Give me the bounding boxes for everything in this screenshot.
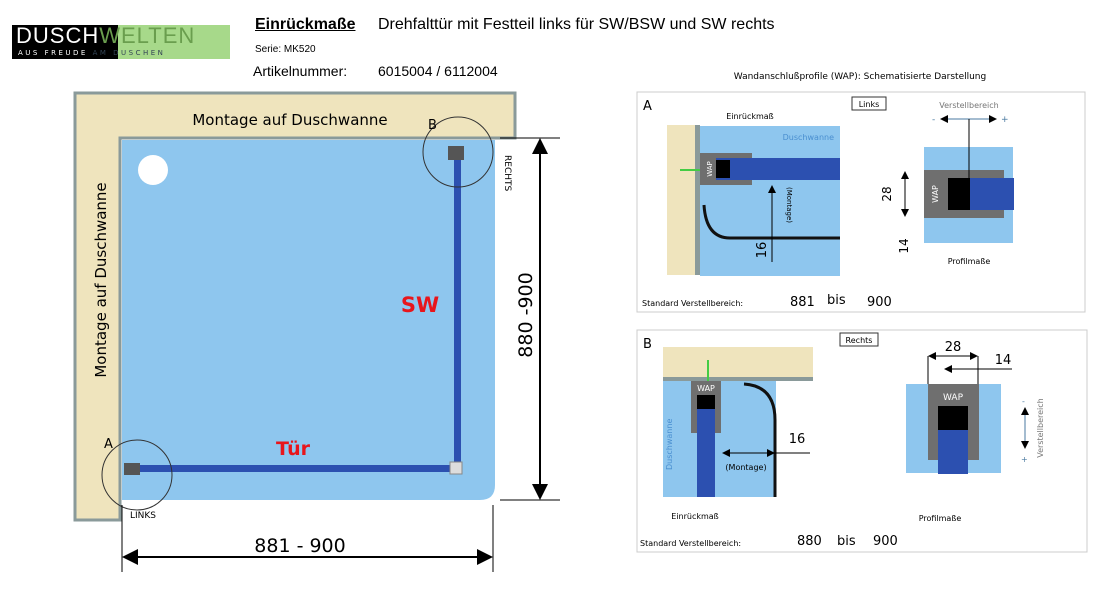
logo-tagline1: AUS FREUDE [18,49,88,57]
wap-title: Wandanschlußprofile (WAP): Schematisiert… [734,72,986,82]
shower-tray [122,140,495,500]
drain-icon [138,155,168,185]
door-label: Tür [276,438,311,460]
panel-a-profil: Profilmaße [948,257,991,266]
panel-a-dim14: 14 [897,238,911,253]
logo-tagline2: AM DUSCHEN [92,49,166,57]
panel-b-montage: (Montage) [725,463,766,472]
panel-b-einrueck: Einrückmaß [671,512,718,521]
wall-top-label: Montage auf Duschwanne [192,111,387,129]
duschwelten-logo: DUSCHWELTEN AUS FREUDE AM DUSCHEN [12,25,230,59]
depth-dim-label: 880 -900 [515,272,537,357]
panel-a-bis: bis [827,293,846,308]
logo-part2: WELTEN [99,23,196,48]
panel-b-wap: WAP [697,384,715,393]
series: Serie: MK520 [255,44,316,55]
side-wall-profile [454,150,461,470]
panel-b-profil: Profilmaße [919,514,962,523]
panel-b-plus: + [1021,455,1028,464]
width-dim-label: 881 - 900 [254,535,345,557]
panel-a-side: Links [859,100,880,109]
detail-panel-a: A Links Einrückmaß Duschwanne WAP (Monta… [636,91,1086,313]
panel-b-from: 880 [797,534,822,549]
panel-a-range-label: Verstellbereich [939,101,998,110]
wap-b [448,146,464,160]
panel-b-std-label: Standard Verstellbereich: [640,539,741,548]
panel-b-bis: bis [837,534,856,549]
marker-a: A [104,437,113,452]
panel-a-profile-wap: WAP [931,185,940,203]
panel-b-side: Rechts [846,336,873,345]
panel-b-dim28: 28 [945,340,962,355]
floor-plan: Montage auf Duschwanne Montage auf Dusch… [73,91,560,572]
door-profile [128,465,460,472]
panel-b-letter: B [643,337,652,352]
logo-part1: DUSCH [16,23,100,48]
panel-b-tray: Duschwanne [665,419,674,470]
panel-a-tray: Duschwanne [783,133,834,142]
logo-text: DUSCHWELTEN [16,25,195,47]
panel-a-letter: A [643,99,652,114]
panel-b-range-label: Verstellbereich [1036,398,1045,457]
panel-a-dim28: 28 [880,186,894,201]
detail-circle-b [422,116,494,188]
panel-a-std-label: Standard Verstellbereich: [642,299,743,308]
panel-a-to: 900 [867,295,892,310]
panel-a-einrueck: Einrückmaß [726,112,773,121]
detail-circle-a [101,439,173,511]
panel-a-dim16: 16 [755,242,770,259]
marker-b: B [428,118,437,133]
logo-tagline: AUS FREUDE AM DUSCHEN [18,49,165,57]
page-title: Drehfalttür mit Festteil links für SW/BS… [378,16,775,33]
panel-a-from: 881 [790,295,815,310]
wap-a [124,463,140,475]
panel-b-to: 900 [873,534,898,549]
sw-label: SW [401,293,439,317]
wall-left-label: Montage auf Duschwanne [92,182,110,377]
panel-a-montage: (Montage) [785,187,793,223]
panel-b-minus: - [1022,397,1025,406]
detail-panel-b: B Rechts Duschwanne WAP 16 (Montage) Ein… [636,329,1088,553]
panel-a-wap: WAP [706,161,714,177]
panel-a-minus: - [932,115,935,125]
rechts-label: RECHTS [502,155,512,191]
article-numbers: 6015004 / 6112004 [378,63,498,79]
links-label: LINKS [130,511,156,521]
panel-b-profile-wap: WAP [943,393,964,403]
article-label: Artikelnummer: [253,63,348,79]
heading: Einrückmaße [255,16,356,33]
wall [73,91,517,522]
panel-a-plus: + [1001,115,1009,125]
panel-b-dim14: 14 [995,353,1012,368]
panel-b-dim16: 16 [789,432,806,447]
